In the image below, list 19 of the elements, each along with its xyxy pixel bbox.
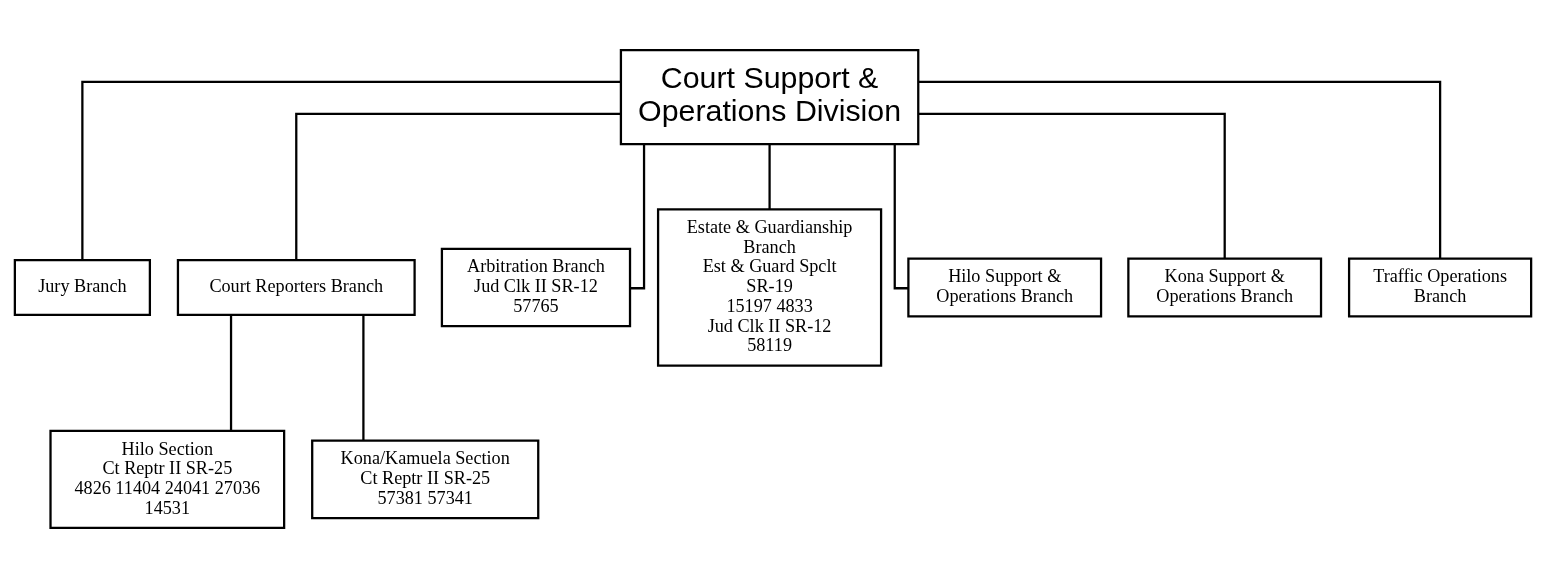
connector	[630, 143, 646, 289]
node-box: Kona Support & Operations Branch	[1127, 257, 1323, 317]
connector	[295, 112, 621, 260]
node-box: Hilo Section Ct Reptr II SR-25 4826 11404 24041 27036 14531	[49, 429, 286, 529]
connector	[918, 112, 1226, 258]
node-box: Court Support & Operations Division	[619, 48, 920, 145]
connector	[229, 314, 233, 430]
node-box: Estate & Guardianship Branch Est & Guard Spclt SR-19 15197 4833 Jud Clk II SR-12 58119	[656, 207, 883, 367]
connector	[81, 80, 621, 260]
connector	[768, 143, 771, 209]
connector	[893, 143, 909, 289]
node-box: Arbitration Branch Jud Clk II SR-12 57765	[440, 247, 632, 327]
node-box: Jury Branch	[13, 258, 151, 316]
node-box: Hilo Support & Operations Branch	[907, 257, 1103, 317]
node-box: Kona/Kamuela Section Ct Reptr II SR-25 57381 57341	[311, 439, 540, 519]
node-box: Traffic Operations Branch	[1347, 257, 1533, 317]
connector	[362, 314, 365, 441]
connector	[918, 80, 1442, 258]
node-box: Court Reporters Branch	[176, 258, 416, 316]
